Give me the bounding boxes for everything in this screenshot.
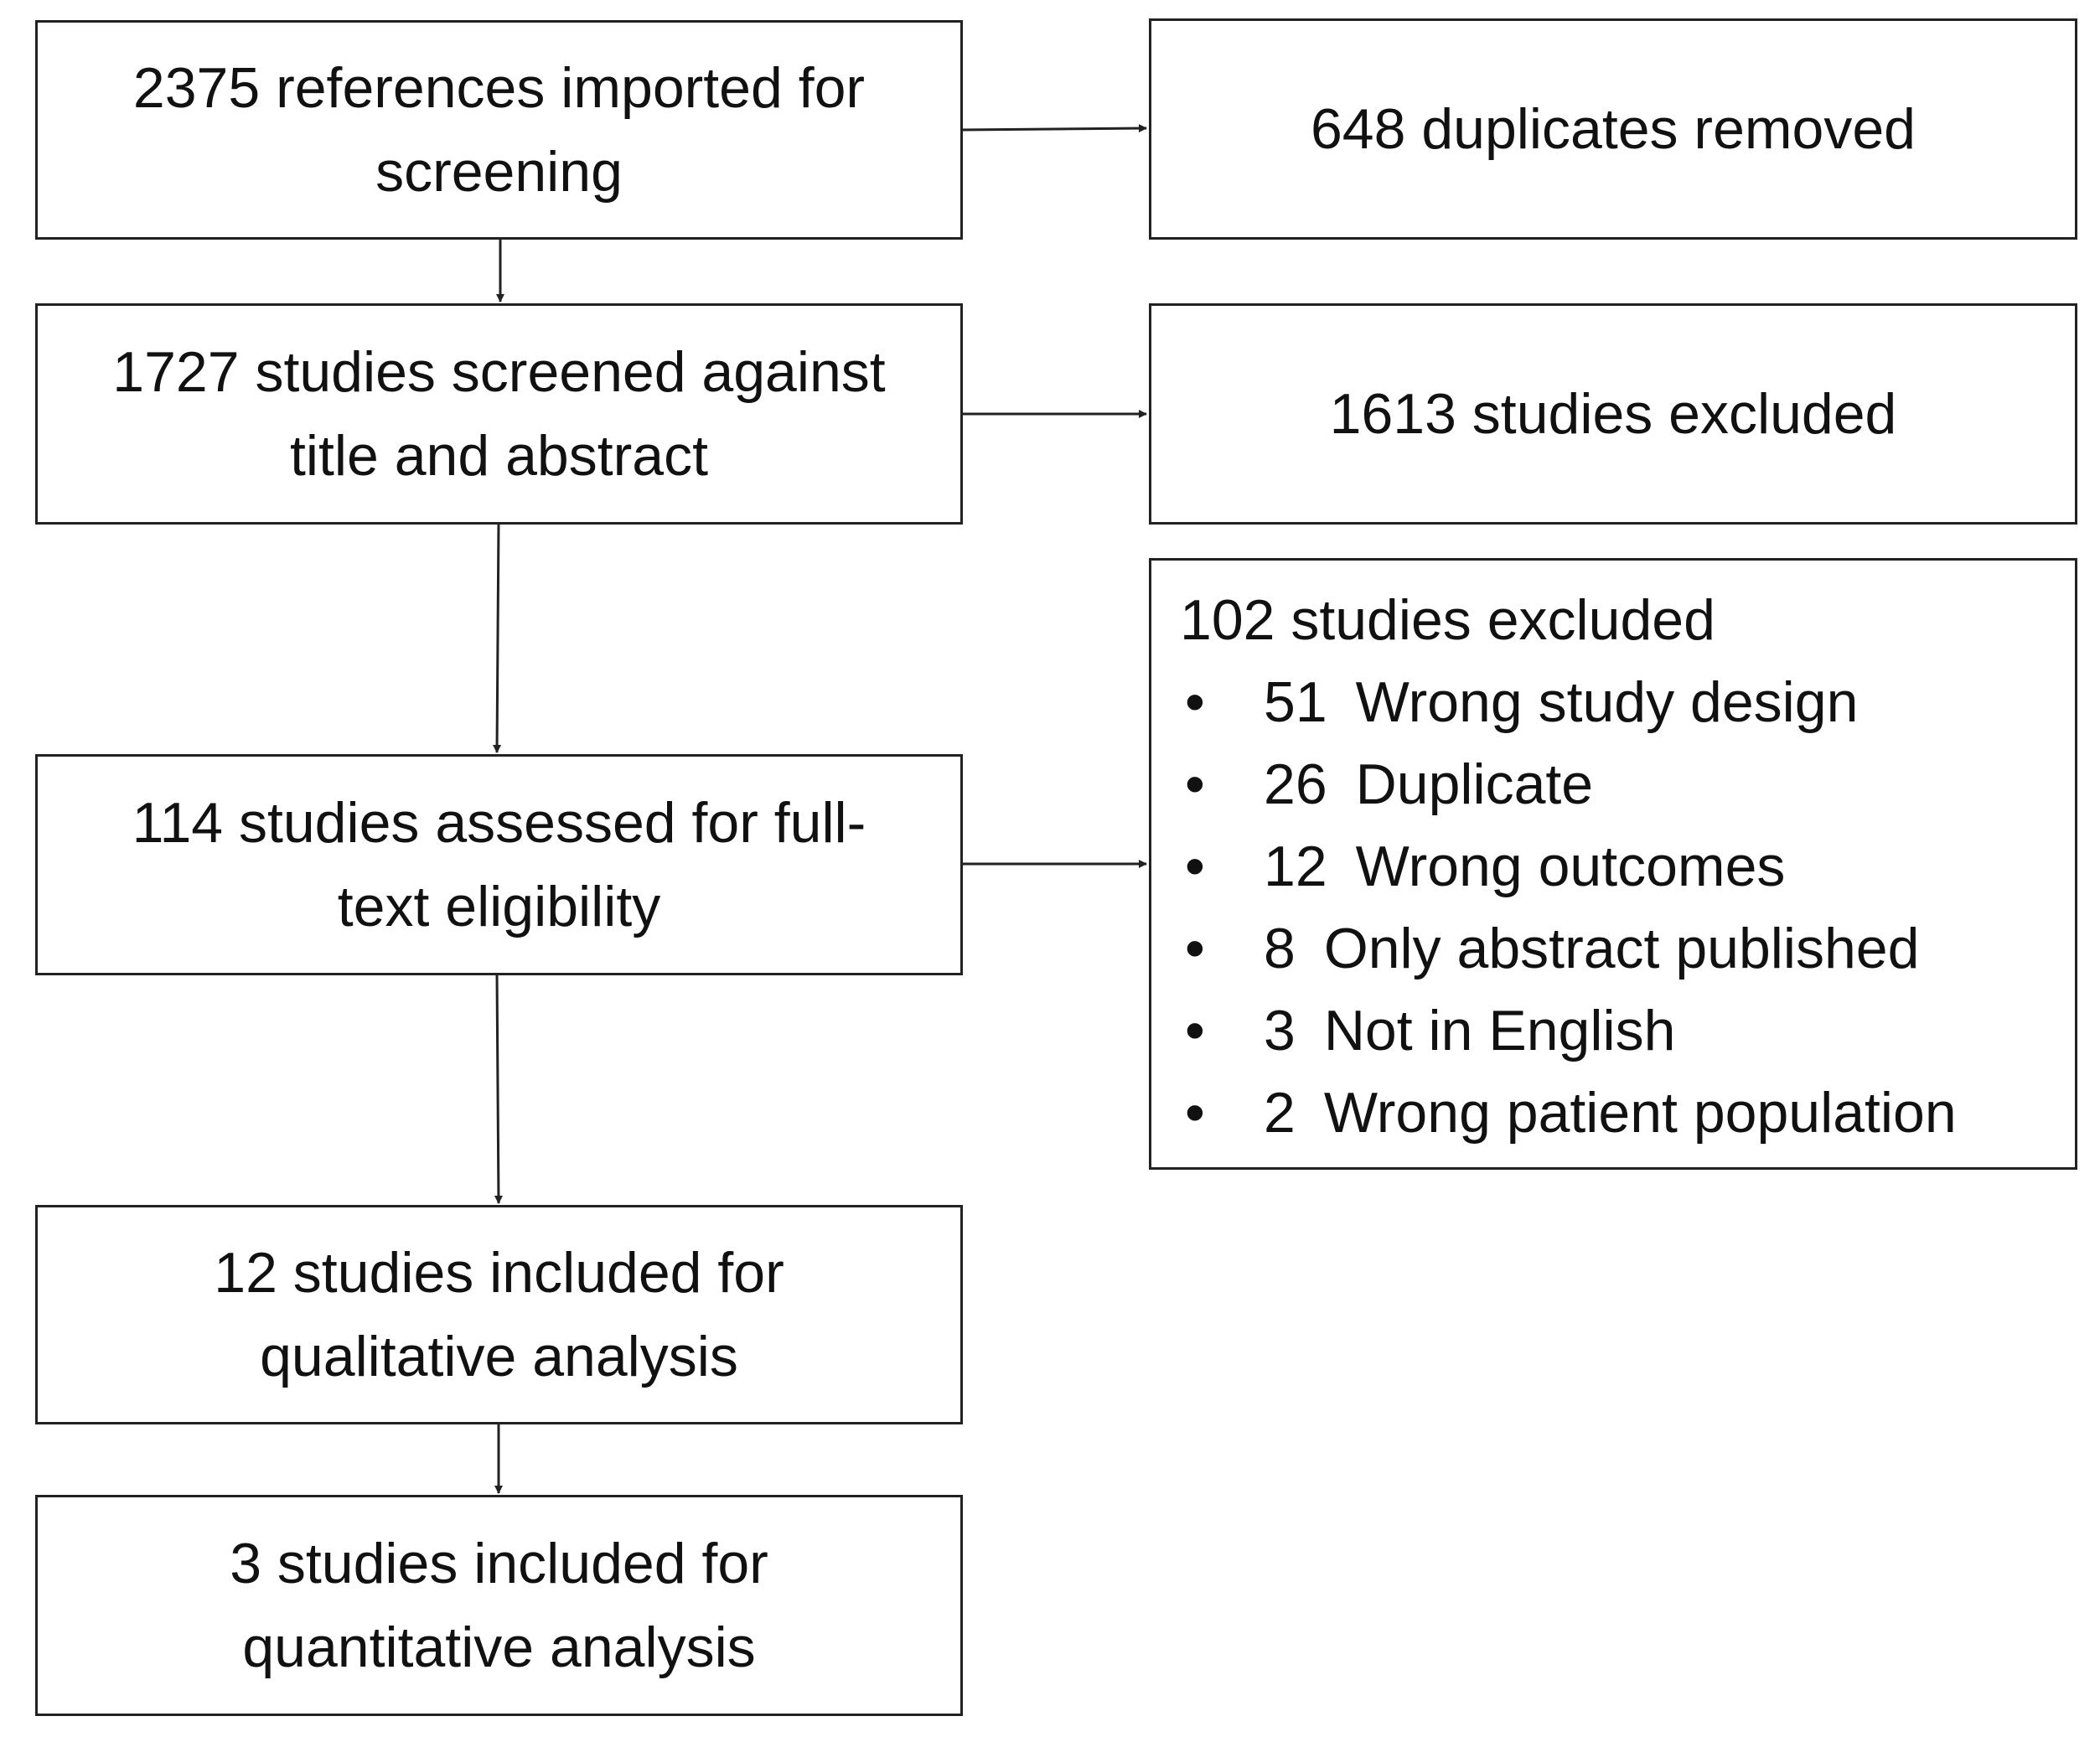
- bullet-icon: •: [1185, 999, 1205, 1062]
- box-text-line1: 1727 studies screened against: [112, 340, 886, 404]
- box-text-line1: 12 studies included for: [214, 1241, 784, 1305]
- box-studies-screened: 1727 studies screened against title and …: [35, 303, 963, 525]
- exclusion-reason-label: Wrong outcomes: [1355, 835, 1786, 898]
- exclusion-reason-count: 3: [1264, 999, 1296, 1062]
- arrow-imported-to-duplicates: [961, 124, 1147, 133]
- exclusion-reason-item: • 3 Not in English: [1180, 990, 1957, 1072]
- arrow-fulltext-to-qualitative: [494, 973, 503, 1204]
- exclusion-reason-item: • 2 Wrong patient population: [1180, 1072, 1957, 1154]
- exclusion-reason-label: Only abstract published: [1323, 917, 1920, 980]
- box-text-line2: quantitative analysis: [242, 1616, 756, 1679]
- exclusion-reason-label: Not in English: [1323, 999, 1676, 1062]
- exclusion-reason-label: Wrong patient population: [1323, 1081, 1957, 1145]
- exclusion-reason-item: • 51 Wrong study design: [1180, 661, 1957, 743]
- bullet-icon: •: [1185, 1081, 1205, 1145]
- box-qualitative-analysis: 12 studies included for qualitative anal…: [35, 1205, 963, 1424]
- box-references-imported: 2375 references imported for screening: [35, 20, 963, 240]
- box-text-line1: 2375 references imported for: [132, 56, 866, 120]
- exclusion-reason-count: 51: [1264, 670, 1327, 734]
- box-text-line1: 3 studies included for: [230, 1532, 768, 1595]
- box-studies-excluded-fulltext: 102 studies excluded • 51 Wrong study desi…: [1149, 558, 2077, 1170]
- box-text-line1: 1613 studies excluded: [1329, 382, 1897, 446]
- box-text-line2: qualitative analysis: [260, 1325, 738, 1388]
- exclusion-reason-item: • 12 Wrong outcomes: [1180, 825, 1957, 907]
- box-text-line1: 648 duplicates removed: [1310, 97, 1916, 161]
- bullet-icon: •: [1185, 835, 1205, 898]
- box-duplicates-removed: 648 duplicates removed: [1149, 18, 2077, 240]
- exclusion-reason-item: • 26 Duplicate: [1180, 743, 1957, 825]
- box-fulltext-assessed: 114 studies assessed for full- text elig…: [35, 754, 963, 975]
- box-text-line2: screening: [375, 140, 623, 204]
- bullet-icon: •: [1185, 917, 1205, 980]
- exclusion-list-title: 102 studies excluded: [1180, 588, 1715, 652]
- box-studies-excluded-screening: 1613 studies excluded: [1149, 303, 2077, 525]
- box-text-line1: 114 studies assessed for full-: [132, 791, 866, 855]
- exclusion-reason-item: • 8 Only abstract published: [1180, 907, 1957, 990]
- exclusion-reason-count: 2: [1264, 1081, 1296, 1145]
- exclusion-reason-count: 26: [1264, 752, 1327, 816]
- bullet-icon: •: [1185, 670, 1205, 734]
- box-text-line2: title and abstract: [290, 424, 708, 488]
- bullet-icon: •: [1185, 752, 1205, 816]
- arrow-screened-to-fulltext: [493, 522, 502, 753]
- box-quantitative-analysis: 3 studies included for quantitative anal…: [35, 1495, 963, 1716]
- box-text-line2: text eligibility: [337, 875, 661, 938]
- exclusion-reason-count: 12: [1264, 835, 1327, 898]
- exclusion-reason-label: Duplicate: [1355, 752, 1594, 816]
- exclusion-reason-label: Wrong study design: [1355, 670, 1859, 734]
- exclusion-reason-count: 8: [1264, 917, 1296, 980]
